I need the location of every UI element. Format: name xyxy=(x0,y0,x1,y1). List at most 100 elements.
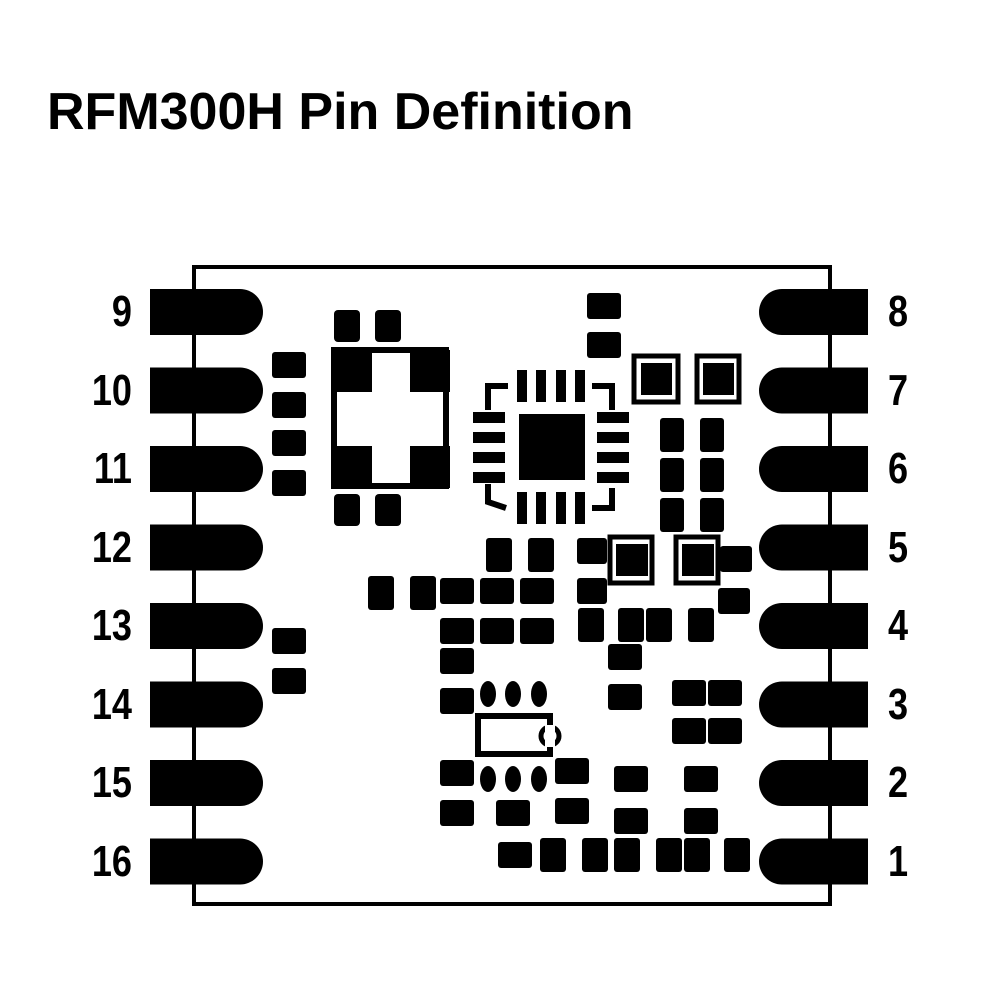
smd-component-pad xyxy=(578,608,604,642)
ic-package-small xyxy=(475,681,562,792)
qfn-pin xyxy=(556,370,566,402)
smd-component-pad xyxy=(684,766,718,792)
smd-component-pad xyxy=(618,608,644,642)
qfn-pin xyxy=(517,492,527,524)
pin-label: 11 xyxy=(93,444,132,493)
qfn-pin xyxy=(473,452,505,463)
smd-component-pad xyxy=(614,838,640,872)
smd-component-pad xyxy=(587,293,621,319)
smd-component-pad xyxy=(718,588,750,614)
smd-component-pad xyxy=(720,546,752,572)
smd-component-pad xyxy=(272,352,306,378)
qfn-pin xyxy=(473,432,505,443)
pin-pad-1 xyxy=(759,838,868,885)
pin-pad-16 xyxy=(150,838,263,885)
pin-label: 10 xyxy=(91,365,132,415)
smd-component-pad xyxy=(272,470,306,496)
smd-component-pad xyxy=(660,498,684,532)
smd-component-pad xyxy=(608,684,642,710)
qfn-pin xyxy=(517,370,527,402)
pin-pad-9 xyxy=(150,289,263,335)
smd-component-pad xyxy=(608,644,642,670)
inductor-pads xyxy=(607,353,742,586)
smd-component-pad xyxy=(724,838,750,872)
pin-label: 6 xyxy=(888,444,909,493)
smd-component-pad xyxy=(577,578,607,604)
pin-label: 15 xyxy=(91,758,132,807)
qfn-pin xyxy=(597,432,629,443)
smd-component-pad xyxy=(700,498,724,532)
smd-component-pad xyxy=(672,680,706,706)
rf-chip-qfn xyxy=(473,370,629,524)
smd-component-pad xyxy=(688,608,714,642)
qfn-pin xyxy=(575,492,585,524)
smd-component-pad xyxy=(368,576,394,610)
smd-component-pad xyxy=(700,418,724,452)
pin-pad-12 xyxy=(150,524,263,571)
smd-component-pad xyxy=(614,808,648,834)
qfn-pin xyxy=(536,492,546,524)
pin-label: 8 xyxy=(888,287,909,336)
pin-pad-4 xyxy=(759,603,868,649)
pin-label: 5 xyxy=(888,522,909,572)
smd-component-pad xyxy=(540,838,566,872)
pin-pad-13 xyxy=(150,603,263,649)
smd-component-pad xyxy=(440,578,474,604)
smd-component-pad xyxy=(700,458,724,492)
pin-pad-10 xyxy=(150,367,263,414)
smd-component-pad xyxy=(480,578,514,604)
smd-component-pad xyxy=(684,838,710,872)
pin-label: 4 xyxy=(888,601,909,650)
pin-label: 7 xyxy=(888,365,909,415)
qfn-pin xyxy=(556,492,566,524)
qfn-pin xyxy=(575,370,585,402)
smd-component-pad xyxy=(440,800,474,826)
pin-label: 13 xyxy=(91,601,132,650)
smd-component-pad xyxy=(498,842,532,868)
pin-label: 1 xyxy=(888,836,909,886)
smd-component-pad xyxy=(272,668,306,694)
smd-component-pad xyxy=(272,628,306,654)
smd-component-pad xyxy=(577,538,607,564)
pin-pad-8 xyxy=(759,289,868,335)
smd-component-pad xyxy=(410,576,436,610)
board-outline xyxy=(192,265,832,906)
qfn-pin xyxy=(597,452,629,463)
smd-component-pad xyxy=(614,766,648,792)
pin-label: 9 xyxy=(111,287,132,336)
smd-component-pad xyxy=(480,618,514,644)
smd-component-pad xyxy=(708,718,742,744)
qfn-pin xyxy=(536,370,546,402)
pin-label: 2 xyxy=(888,758,909,807)
pin-pad-5 xyxy=(759,524,868,571)
smd-component-pad xyxy=(440,648,474,674)
pin-pad-14 xyxy=(150,681,263,728)
qfn-pin xyxy=(597,472,629,483)
pin-pad-7 xyxy=(759,367,868,414)
pin-pad-6 xyxy=(759,446,868,492)
smd-component-pad xyxy=(684,808,718,834)
smd-component-pad xyxy=(708,680,742,706)
smd-component-pad xyxy=(555,758,589,784)
pin-label: 16 xyxy=(91,836,132,886)
smd-component-pad xyxy=(660,458,684,492)
smd-component-pad xyxy=(520,618,554,644)
smd-component-pad xyxy=(496,800,530,826)
pin-pad-11 xyxy=(150,446,263,492)
pin-pad-2 xyxy=(759,760,868,806)
smd-component-pad xyxy=(660,418,684,452)
smd-component-pad xyxy=(582,838,608,872)
smd-component-pad xyxy=(656,838,682,872)
smd-component-pad xyxy=(520,578,554,604)
pin-label: 14 xyxy=(91,679,132,729)
smd-component-pad xyxy=(272,392,306,418)
smd-component-pad xyxy=(528,538,554,572)
qfn-pin xyxy=(473,472,505,483)
pin-pad-3 xyxy=(759,681,868,728)
smd-component-pad xyxy=(440,688,474,714)
smd-component-pad xyxy=(486,538,512,572)
smd-component-pad xyxy=(272,430,306,456)
crystal-footprint xyxy=(331,310,450,526)
smd-component-pad xyxy=(646,608,672,642)
